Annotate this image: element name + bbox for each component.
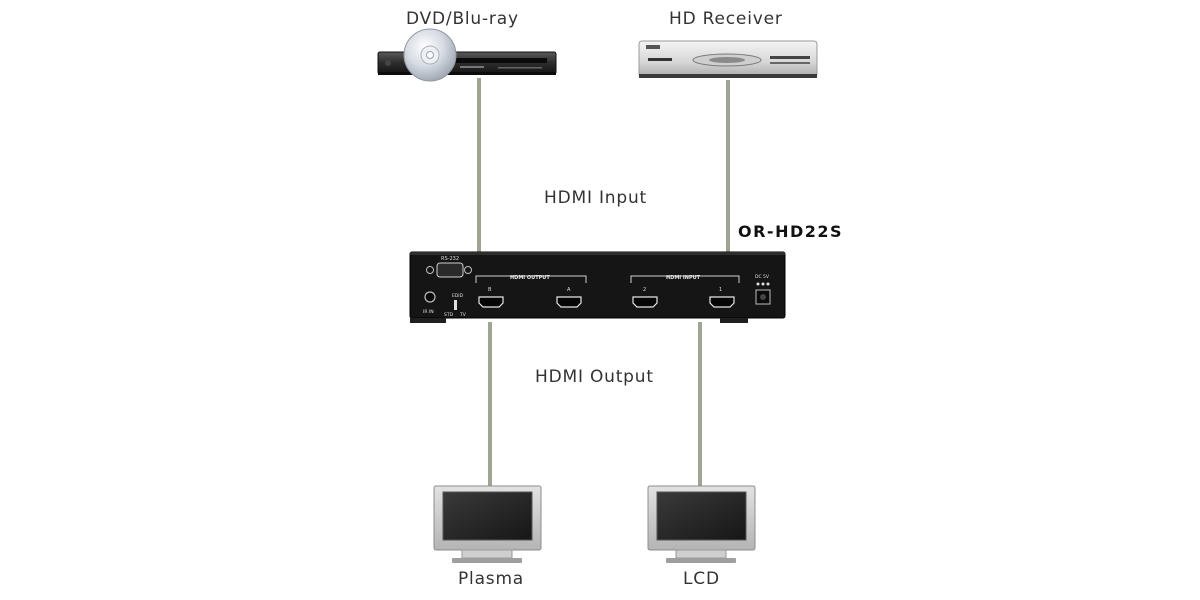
model-label: OR-HD22S: [738, 222, 844, 241]
dc-label: DC 5V: [755, 274, 770, 280]
hdmi-output-group-label: HDMI OUTPUT: [510, 275, 550, 281]
edid-std-label: STD: [444, 312, 454, 318]
dvd-label: DVD/Blu-ray: [406, 9, 519, 29]
hdmi-input-2-port: [632, 296, 658, 308]
lcd-tv: [647, 485, 756, 563]
port-a-label: A: [567, 287, 571, 293]
plasma-tv: [433, 485, 542, 563]
port-1-label: 1: [719, 287, 722, 293]
hd-receiver: [638, 40, 818, 78]
switcher-device: RS-232 IR IN EDID STD TV HDMI OUTPUT HDM…: [409, 251, 786, 323]
hdmi-output-label: HDMI Output: [535, 367, 654, 387]
port-2-label: 2: [643, 287, 646, 293]
plasma-screen: [442, 491, 533, 541]
lcd-screen: [656, 491, 747, 541]
ir-in-port: [424, 291, 436, 303]
hdmi-input-1-port: [709, 296, 735, 308]
rs232-port: [436, 262, 464, 278]
edid-label: EDID: [452, 293, 464, 299]
receiver-label: HD Receiver: [669, 9, 783, 29]
port-b-label: B: [488, 287, 492, 293]
hdmi-input-group-label: HDMI INPUT: [666, 275, 701, 281]
hdmi-cables: [477, 78, 730, 486]
rs232-label: RS-232: [441, 256, 459, 262]
hdmi-input-label: HDMI Input: [544, 188, 647, 208]
hdmi-output-a-port: [556, 296, 582, 308]
dvd-player: [377, 28, 557, 82]
ir-in-label: IR IN: [423, 309, 434, 315]
lcd-label: LCD: [683, 569, 720, 589]
edid-switch: [454, 300, 457, 310]
plasma-label: Plasma: [458, 569, 525, 589]
edid-tv-label: TV: [459, 312, 467, 318]
hdmi-output-b-port: [478, 296, 504, 308]
